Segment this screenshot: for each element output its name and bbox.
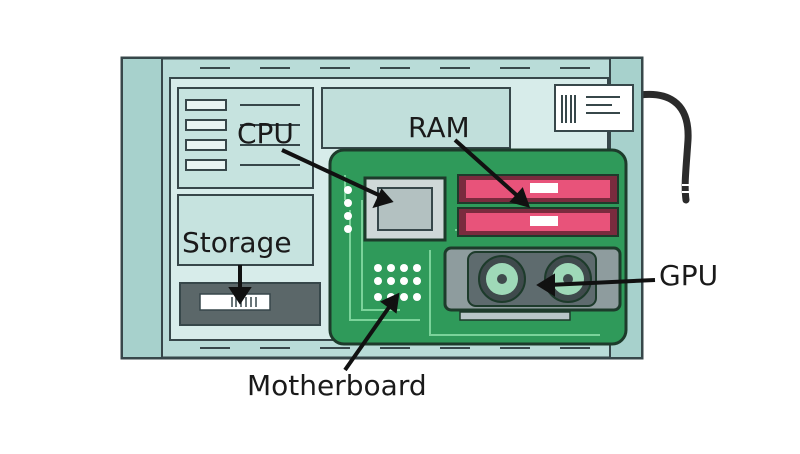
gpu-arrow bbox=[536, 273, 555, 297]
ram-arrow bbox=[509, 187, 531, 208]
storage-arrow bbox=[228, 287, 252, 305]
ram-stick-icon bbox=[457, 174, 619, 237]
cpu-label: CPU bbox=[237, 117, 294, 150]
gpu-label: GPU bbox=[659, 259, 719, 292]
power-cable-icon bbox=[636, 90, 692, 204]
gpu-card-icon bbox=[443, 246, 622, 321]
motherboard-label: Motherboard bbox=[247, 369, 427, 402]
cpu-arrow bbox=[372, 188, 394, 209]
storage-drive-icon bbox=[179, 282, 321, 326]
motherboard-arrow bbox=[380, 292, 400, 314]
ram-label: RAM bbox=[408, 111, 470, 144]
cpu-chip-icon bbox=[363, 176, 447, 242]
storage-label: Storage bbox=[182, 226, 292, 259]
